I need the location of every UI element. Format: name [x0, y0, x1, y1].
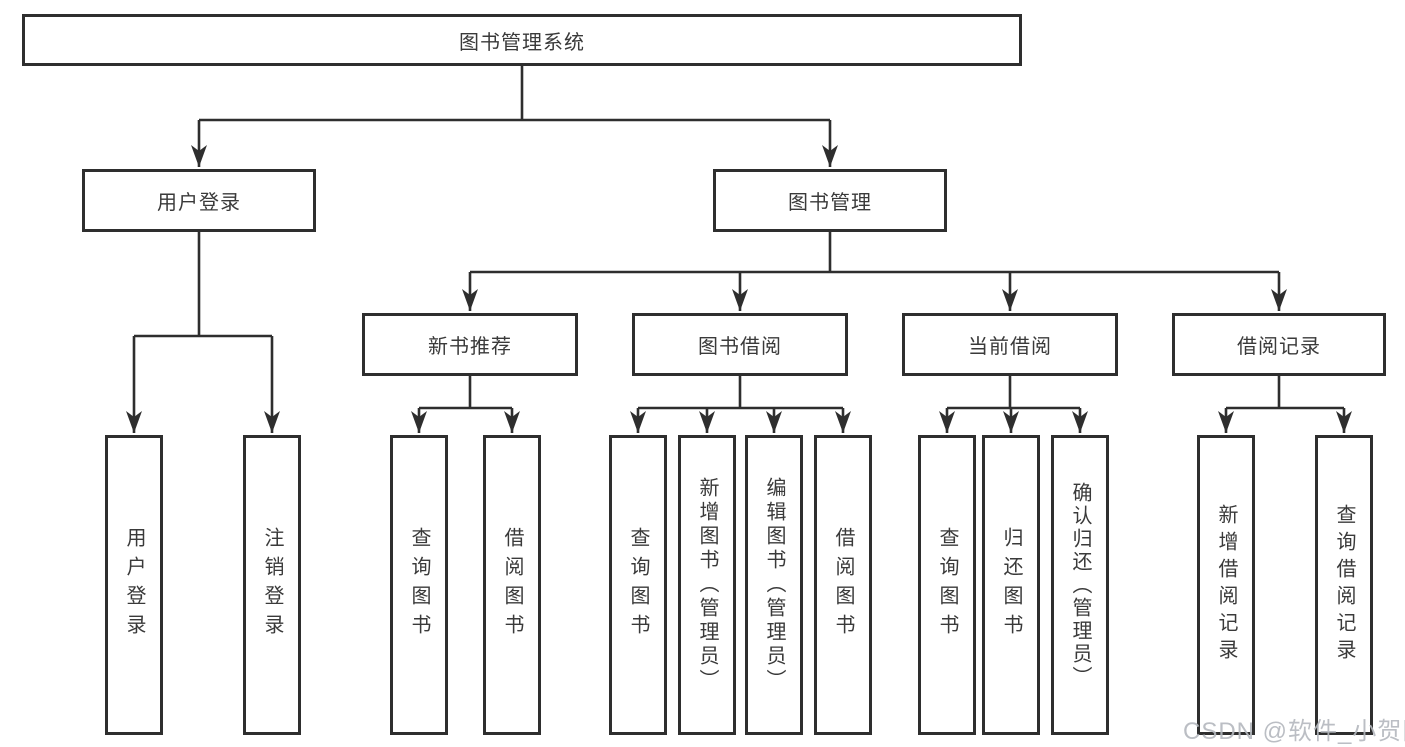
leaf-bb-edit-book-admin: 编辑图书（管理员） — [745, 435, 803, 735]
node-user-login-label: 用户登录 — [157, 192, 241, 214]
node-book-management-label: 图书管理 — [788, 192, 872, 214]
leaf-user-login-label: 用户登录 — [123, 527, 145, 643]
leaf-bb-add-book-admin-label: 新增图书（管理员） — [696, 477, 718, 693]
node-book-management: 图书管理 — [713, 169, 947, 232]
node-current-borrow-label: 当前借阅 — [968, 336, 1052, 358]
node-book-borrow-label: 图书借阅 — [698, 336, 782, 358]
leaf-nb-borrow-books-label: 借阅图书 — [501, 527, 523, 643]
leaf-cb-query-books: 查询图书 — [918, 435, 976, 735]
leaf-user-login: 用户登录 — [105, 435, 163, 735]
node-book-borrow: 图书借阅 — [632, 313, 848, 376]
leaf-bb-edit-book-admin-label: 编辑图书（管理员） — [763, 477, 785, 693]
leaf-bb-query-books-label: 查询图书 — [627, 527, 649, 643]
leaf-nb-borrow-books: 借阅图书 — [483, 435, 541, 735]
leaf-br-query-record: 查询借阅记录 — [1315, 435, 1373, 735]
leaf-nb-query-books-label: 查询图书 — [408, 527, 430, 643]
leaf-bb-borrow-books-label: 借阅图书 — [832, 527, 854, 643]
node-current-borrow: 当前借阅 — [902, 313, 1118, 376]
leaf-br-query-record-label: 查询借阅记录 — [1333, 504, 1355, 666]
leaf-bb-borrow-books: 借阅图书 — [814, 435, 872, 735]
leaf-bb-query-books: 查询图书 — [609, 435, 667, 735]
node-root-label: 图书管理系统 — [459, 31, 585, 54]
node-new-book-recommend: 新书推荐 — [362, 313, 578, 376]
node-new-book-recommend-label: 新书推荐 — [428, 336, 512, 358]
leaf-br-add-record: 新增借阅记录 — [1197, 435, 1255, 735]
leaf-cb-confirm-return-admin-label: 确认归还（管理员） — [1069, 481, 1091, 689]
node-borrow-records-label: 借阅记录 — [1237, 336, 1321, 358]
node-borrow-records: 借阅记录 — [1172, 313, 1386, 376]
leaf-logout: 注销登录 — [243, 435, 301, 735]
node-root: 图书管理系统 — [22, 14, 1022, 66]
node-user-login: 用户登录 — [82, 169, 316, 232]
leaf-cb-return-books: 归还图书 — [982, 435, 1040, 735]
leaf-bb-add-book-admin: 新增图书（管理员） — [678, 435, 736, 735]
csdn-watermark: CSDN @软件_小贺同学 — [1183, 718, 1405, 745]
leaf-br-add-record-label: 新增借阅记录 — [1215, 504, 1237, 666]
leaf-logout-label: 注销登录 — [261, 527, 283, 643]
leaf-cb-confirm-return-admin: 确认归还（管理员） — [1051, 435, 1109, 735]
leaf-nb-query-books: 查询图书 — [390, 435, 448, 735]
leaf-cb-query-books-label: 查询图书 — [936, 527, 958, 643]
leaf-cb-return-books-label: 归还图书 — [1000, 527, 1022, 643]
